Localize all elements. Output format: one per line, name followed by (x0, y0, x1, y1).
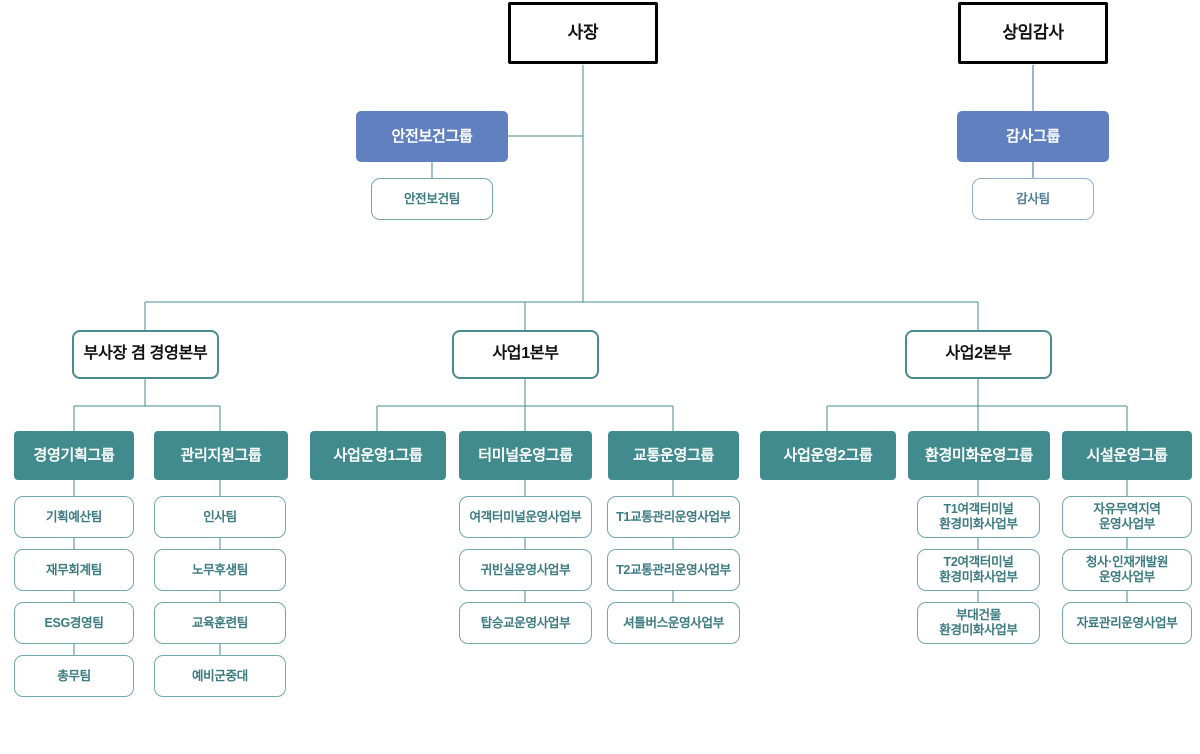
node-team-finance-accounting[interactable]: 재무회계팀 (14, 549, 134, 591)
node-dept-t2-traffic-ops[interactable]: T2교통관리운영사업부 (607, 549, 740, 591)
node-group-management-planning[interactable]: 경영기획그룹 (14, 431, 134, 480)
node-standing-auditor[interactable]: 상임감사 (958, 2, 1108, 64)
node-team-labor-welfare[interactable]: 노무후생팀 (154, 549, 286, 591)
node-group-transport-ops[interactable]: 교통운영그룹 (608, 431, 739, 480)
node-division-vice-president[interactable]: 부사장 겸 경영본부 (72, 330, 219, 379)
node-group-cleaning-ops[interactable]: 환경미화운영그룹 (908, 431, 1050, 480)
node-group-business-ops1[interactable]: 사업운영1그룹 (310, 431, 446, 480)
node-ceo[interactable]: 사장 (508, 2, 658, 64)
node-safety-health-team[interactable]: 안전보건팀 (371, 178, 493, 220)
node-group-facility-ops[interactable]: 시설운영그룹 (1062, 431, 1192, 480)
node-team-hr[interactable]: 인사팀 (154, 496, 286, 538)
node-safety-health-group[interactable]: 안전보건그룹 (356, 111, 508, 162)
node-team-reserve-forces[interactable]: 예비군중대 (154, 655, 286, 697)
node-dept-data-management-ops[interactable]: 자료관리운영사업부 (1062, 602, 1192, 644)
node-team-planning-budget[interactable]: 기획예산팀 (14, 496, 134, 538)
node-division-business2[interactable]: 사업2본부 (905, 330, 1052, 379)
node-dept-hq-hrd-center-ops[interactable]: 청사·인재개발원 운영사업부 (1062, 549, 1192, 591)
node-division-business1[interactable]: 사업1본부 (452, 330, 599, 379)
node-dept-t2-terminal-cleaning[interactable]: T2여객터미널 환경미화사업부 (917, 549, 1040, 591)
node-audit-team[interactable]: 감사팀 (972, 178, 1094, 220)
node-audit-group[interactable]: 감사그룹 (957, 111, 1109, 162)
node-dept-vip-lounge-ops[interactable]: 귀빈실운영사업부 (459, 549, 592, 591)
node-dept-passenger-terminal-ops[interactable]: 여객터미널운영사업부 (459, 496, 592, 538)
node-team-general-affairs[interactable]: 총무팀 (14, 655, 134, 697)
node-team-education-training[interactable]: 교육훈련팀 (154, 602, 286, 644)
node-dept-free-trade-zone-ops[interactable]: 자유무역지역 운영사업부 (1062, 496, 1192, 538)
node-dept-t1-traffic-ops[interactable]: T1교통관리운영사업부 (607, 496, 740, 538)
node-dept-t1-terminal-cleaning[interactable]: T1여객터미널 환경미화사업부 (917, 496, 1040, 538)
node-group-admin-support[interactable]: 관리지원그룹 (154, 431, 288, 480)
node-group-terminal-ops[interactable]: 터미널운영그룹 (459, 431, 592, 480)
node-group-business-ops2[interactable]: 사업운영2그룹 (760, 431, 896, 480)
node-team-esg-management[interactable]: ESG경영팀 (14, 602, 134, 644)
node-dept-shuttle-bus-ops[interactable]: 셔틀버스운영사업부 (607, 602, 740, 644)
node-dept-boarding-bridge-ops[interactable]: 탑승교운영사업부 (459, 602, 592, 644)
node-dept-annex-building-cleaning[interactable]: 부대건물 환경미화사업부 (917, 602, 1040, 644)
